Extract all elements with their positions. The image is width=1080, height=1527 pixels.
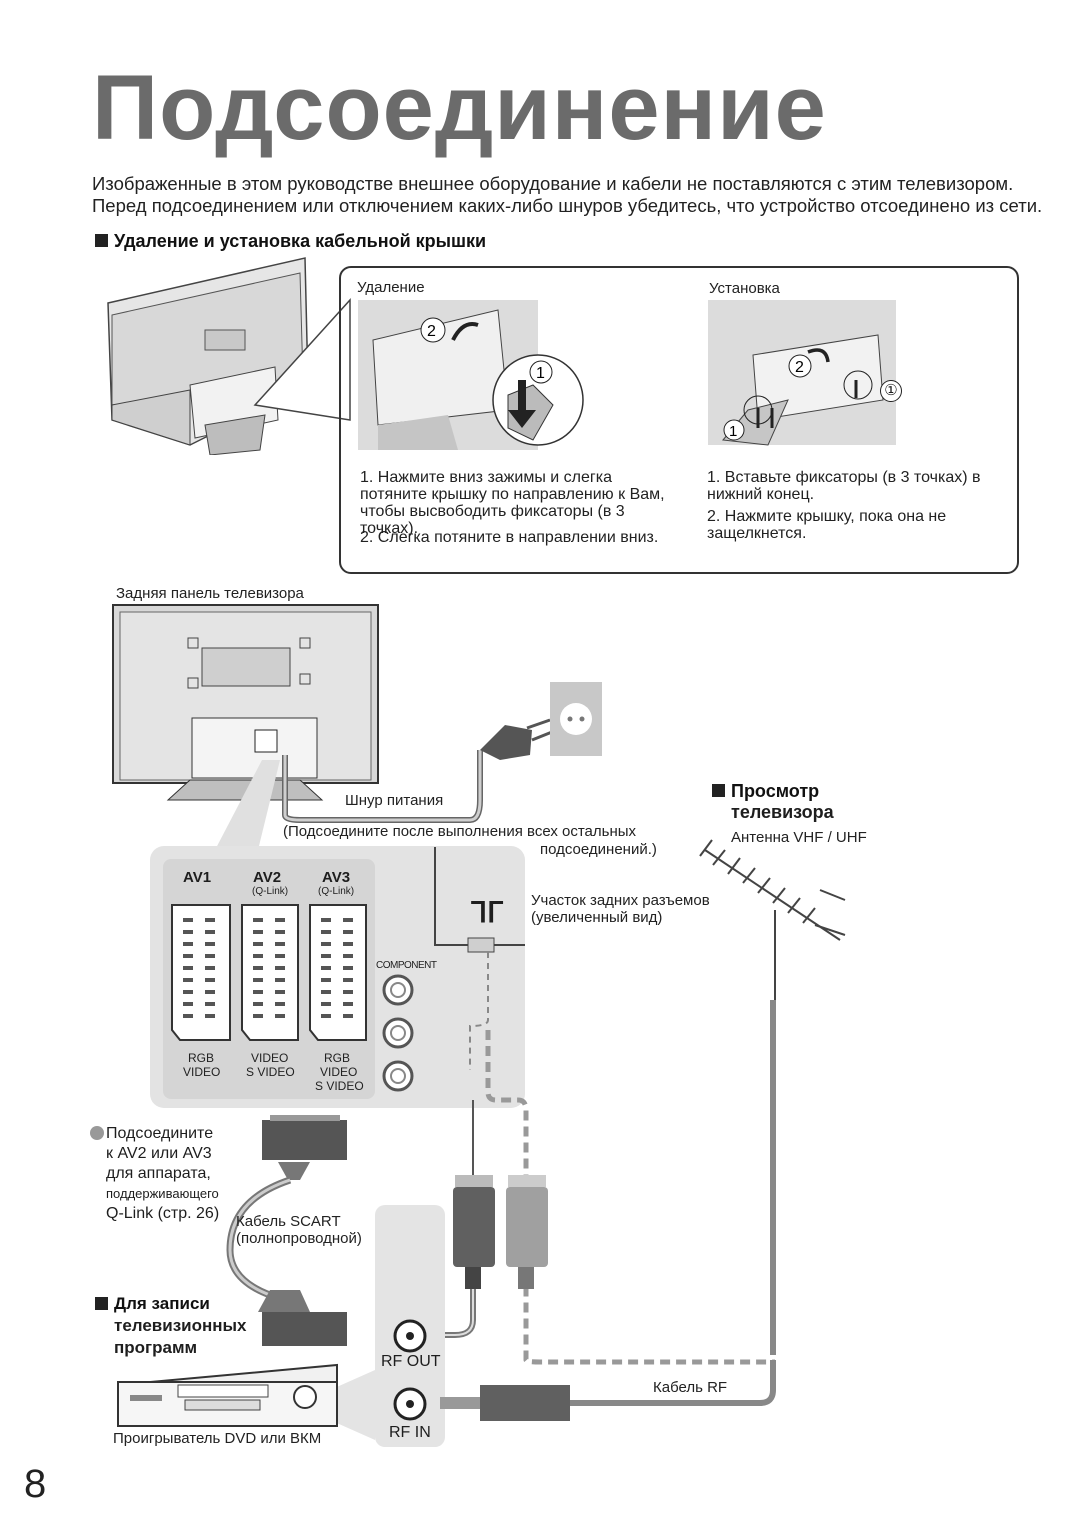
- antenna-label: Антенна VHF / UHF: [731, 829, 867, 846]
- installation-illustration: 2 1: [708, 300, 896, 446]
- removal-label: Удаление: [357, 279, 425, 296]
- connection-diagram: [112, 604, 846, 1447]
- qlink-note-line2: к AV2 или AV3: [106, 1145, 212, 1162]
- qlink-note: Подсоедините к AV2 или AV3 для аппарата,…: [106, 1124, 236, 1224]
- step-number: 1.: [360, 469, 374, 486]
- rear-terminals-label-line2: (увеличенный вид): [531, 909, 663, 926]
- cable-cover-heading-text: Удаление и установка кабельной крышки: [114, 231, 487, 251]
- av2-desc-line2: S VIDEO: [246, 1065, 295, 1079]
- removal-step-2: 2. Слегка потяните в направлении вниз.: [360, 529, 670, 546]
- qlink-note-line5: Q-Link (стр. 26): [106, 1205, 220, 1222]
- av3-desc-line1: RGB: [324, 1051, 351, 1065]
- step-number: 2.: [360, 529, 374, 546]
- zoom-pointer: [253, 298, 351, 421]
- av3-desc-line2: VIDEO: [320, 1065, 358, 1079]
- rf-cable-label: Кабель RF: [653, 1379, 728, 1396]
- rf-in-label: RF IN: [389, 1424, 431, 1441]
- av2-desc-line1: VIDEO: [251, 1051, 289, 1065]
- recording-heading-line1: Для записи: [114, 1294, 210, 1313]
- rf-out-label: RF OUT: [381, 1353, 441, 1370]
- bullet-square-icon: [95, 1297, 108, 1310]
- antenna-terminal-icon: ᒣᒥ: [470, 897, 503, 928]
- av2-qlink-label: (Q-Link): [252, 886, 289, 897]
- av2-label: AV2: [253, 869, 282, 886]
- intro-line-2: Перед подсоединением или отключением как…: [92, 195, 1043, 216]
- callout-1-install-right: ①: [880, 380, 902, 402]
- page-title: Подсоединение: [92, 57, 827, 159]
- bullet-square-icon: [712, 784, 725, 797]
- rear-panel-label: Задняя панель телевизора: [116, 585, 304, 602]
- scart-cable-label-line2: (полнопроводной): [236, 1230, 362, 1247]
- av1-desc-line1: RGB: [188, 1051, 215, 1065]
- cover-instructions-panel: [339, 266, 1019, 574]
- step-number: 1.: [707, 469, 721, 486]
- av3-desc-line3: S VIDEO: [315, 1079, 364, 1093]
- power-cord-label: Шнур питания: [345, 792, 444, 809]
- av1-desc-line2: VIDEO: [183, 1065, 221, 1079]
- step-number: 2.: [707, 508, 721, 525]
- recording-heading: Для записи: [95, 1294, 210, 1314]
- installation-step-1: 1. Вставьте фиксаторы (в 3 точках) в ниж…: [707, 469, 1005, 503]
- tv-back-illustration: [107, 257, 309, 455]
- removal-illustration: 2 1: [358, 300, 584, 450]
- step-text: Вставьте фиксаторы (в 3 точках) в нижний…: [707, 469, 981, 503]
- recording-heading-line2: телевизионных: [114, 1316, 247, 1335]
- installation-step-2: 2. Нажмите крышку, пока она не защелкнет…: [707, 508, 1005, 542]
- scart-cable-label-line1: Кабель SCART: [236, 1213, 341, 1230]
- installation-label: Установка: [709, 280, 780, 297]
- cable-cover-heading: Удаление и установка кабельной крышки: [95, 231, 486, 252]
- callout-1-install-left: 1: [729, 423, 737, 440]
- power-cord-note-line2: подсоединений.): [540, 841, 657, 858]
- step-text: Слегка потяните в направлении вниз.: [377, 529, 659, 546]
- av3-qlink-label: (Q-Link): [318, 886, 355, 897]
- av3-label: AV3: [322, 869, 351, 886]
- note-bullet-icon: [90, 1126, 104, 1140]
- qlink-note-line1: Подсоедините: [106, 1125, 214, 1142]
- rear-terminals-label-line1: Участок задних разъемов: [531, 892, 710, 909]
- removal-step-1: 1. Нажмите вниз зажимы и слегка потяните…: [360, 469, 670, 537]
- step-text: Нажмите крышку, пока она не защелкнется.: [707, 508, 947, 542]
- page-number: 8: [24, 1462, 47, 1506]
- callout-2-install: 2: [795, 359, 804, 376]
- callout-2-removal: 2: [427, 323, 436, 340]
- bullet-square-icon: [95, 234, 108, 247]
- recorder-label: Проигрыватель DVD или ВКМ: [113, 1430, 322, 1447]
- viewing-heading-line2: телевизора: [731, 802, 834, 822]
- recording-heading-line3: программ: [114, 1338, 198, 1357]
- qlink-note-line4: поддерживающего: [106, 1186, 219, 1201]
- step-text: Нажмите вниз зажимы и слегка потяните кр…: [360, 469, 665, 537]
- callout-1-removal: 1: [536, 365, 545, 382]
- qlink-note-line3: для аппарата,: [106, 1165, 211, 1182]
- av1-label: AV1: [183, 869, 212, 886]
- power-cord-note-line1: (Подсоедините после выполнения всех оста…: [283, 823, 637, 840]
- component-label: COMPONENT: [376, 960, 437, 971]
- viewing-heading-line1: Просмотр: [731, 781, 820, 801]
- intro-line-1: Изображенные в этом руководстве внешнее …: [92, 173, 1014, 194]
- viewing-heading: Просмотр: [712, 781, 819, 802]
